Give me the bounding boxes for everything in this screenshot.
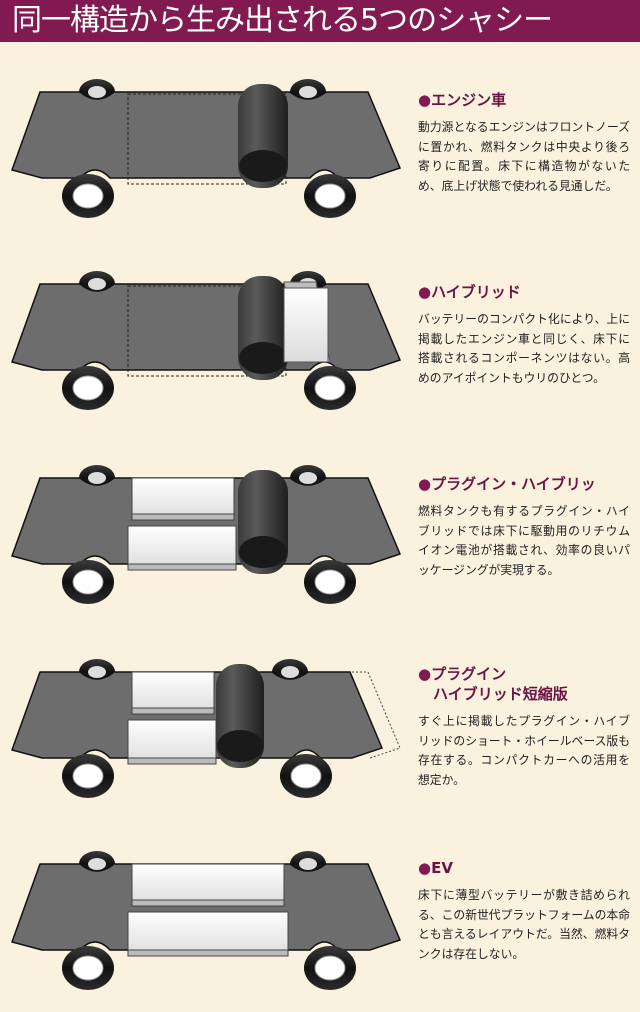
engine-title: エンジン車 — [431, 91, 507, 109]
plugin-hybrid-body: 燃料タンクも有するプラグイン・ハイブリッドでは床下に駆動用のリチウムイオン電池が… — [418, 504, 630, 577]
fuel-tank — [238, 470, 288, 574]
chassis-floor — [11, 671, 384, 759]
engine-chassis-diagram — [11, 79, 402, 218]
wheelbase-extension-outline — [348, 671, 401, 759]
chassis-floor — [11, 477, 402, 565]
chassis-floor — [11, 283, 402, 371]
ev-description: ●EV 床下に薄型バッテリーが敷き詰められる、この新世代プラットフォームの本命と… — [418, 858, 630, 964]
engine-body: 動力源となるエンジンはフロントノーズに置かれ、燃料タンクは中央より後ろ寄りに配置… — [418, 120, 630, 193]
hybrid-chassis-diagram — [11, 271, 402, 410]
plugin-hybrid-title: プラグイン・ハイブリッ — [431, 475, 596, 493]
fuel-tank — [238, 84, 288, 188]
ev-body: 床下に薄型バッテリーが敷き詰められる、この新世代プラットフォームの本命とも言える… — [418, 888, 630, 961]
battery-pack-lower — [127, 525, 237, 571]
hybrid-body: バッテリーのコンパクト化により、上に掲載したエンジン車と同じく、床下に搭載される… — [418, 312, 630, 385]
fuel-tank — [216, 664, 264, 768]
plugin-hybrid-short-body: すぐ上に掲載したプラグイン・ハイブリッドのショート・ホイールベース版も存在する。… — [418, 714, 630, 787]
rear-tire — [304, 174, 356, 218]
plugin-hybrid-chassis-diagram — [11, 465, 402, 604]
ev-title: EV — [431, 859, 453, 877]
battery-pack-upper — [131, 863, 285, 907]
section-plugin-hybrid: ●プラグイン・ハイブリッ 燃料タンクも有するプラグイン・ハイブリッドでは床下に駆… — [0, 456, 640, 626]
plugin-hybrid-description: ●プラグイン・ハイブリッ 燃料タンクも有するプラグイン・ハイブリッドでは床下に駆… — [418, 474, 630, 580]
hybrid-title: ハイブリッド — [431, 283, 521, 301]
battery-pack-lower — [127, 719, 217, 765]
section-hybrid: ●ハイブリッド バッテリーのコンパクト化により、上に掲載したエンジン車と同じく、… — [0, 262, 640, 432]
page-title: 同一構造から生み出される5つのシャシー — [0, 0, 640, 42]
chassis-floor — [11, 91, 402, 179]
plugin-hybrid-short-title: プラグイン ハイブリッド短縮版 — [431, 665, 568, 703]
engine-description: ●エンジン車 動力源となるエンジンはフロントノーズに置かれ、燃料タンクは中央より… — [418, 90, 630, 196]
fuel-tank — [238, 276, 288, 380]
plugin-hybrid-short-description: ●プラグイン ハイブリッド短縮版 すぐ上に掲載したプラグイン・ハイブリッドのショ… — [418, 664, 630, 790]
plugin-hybrid-short-chassis-diagram — [11, 659, 401, 798]
hybrid-description: ●ハイブリッド バッテリーのコンパクト化により、上に掲載したエンジン車と同じく、… — [418, 282, 630, 388]
section-ev: ●EV 床下に薄型バッテリーが敷き詰められる、この新世代プラットフォームの本命と… — [0, 842, 640, 1012]
chassis-floor — [11, 863, 402, 951]
battery-pack-lower — [127, 911, 289, 957]
front-tire — [62, 174, 114, 218]
ev-chassis-diagram — [11, 851, 402, 990]
battery-pack-upper — [131, 477, 235, 521]
hybrid-battery-box — [283, 281, 331, 363]
section-plugin-hybrid-short: ●プラグイン ハイブリッド短縮版 すぐ上に掲載したプラグイン・ハイブリッドのショ… — [0, 650, 640, 820]
battery-pack-upper — [131, 671, 215, 715]
section-engine: ●エンジン車 動力源となるエンジンはフロントノーズに置かれ、燃料タンクは中央より… — [0, 70, 640, 240]
